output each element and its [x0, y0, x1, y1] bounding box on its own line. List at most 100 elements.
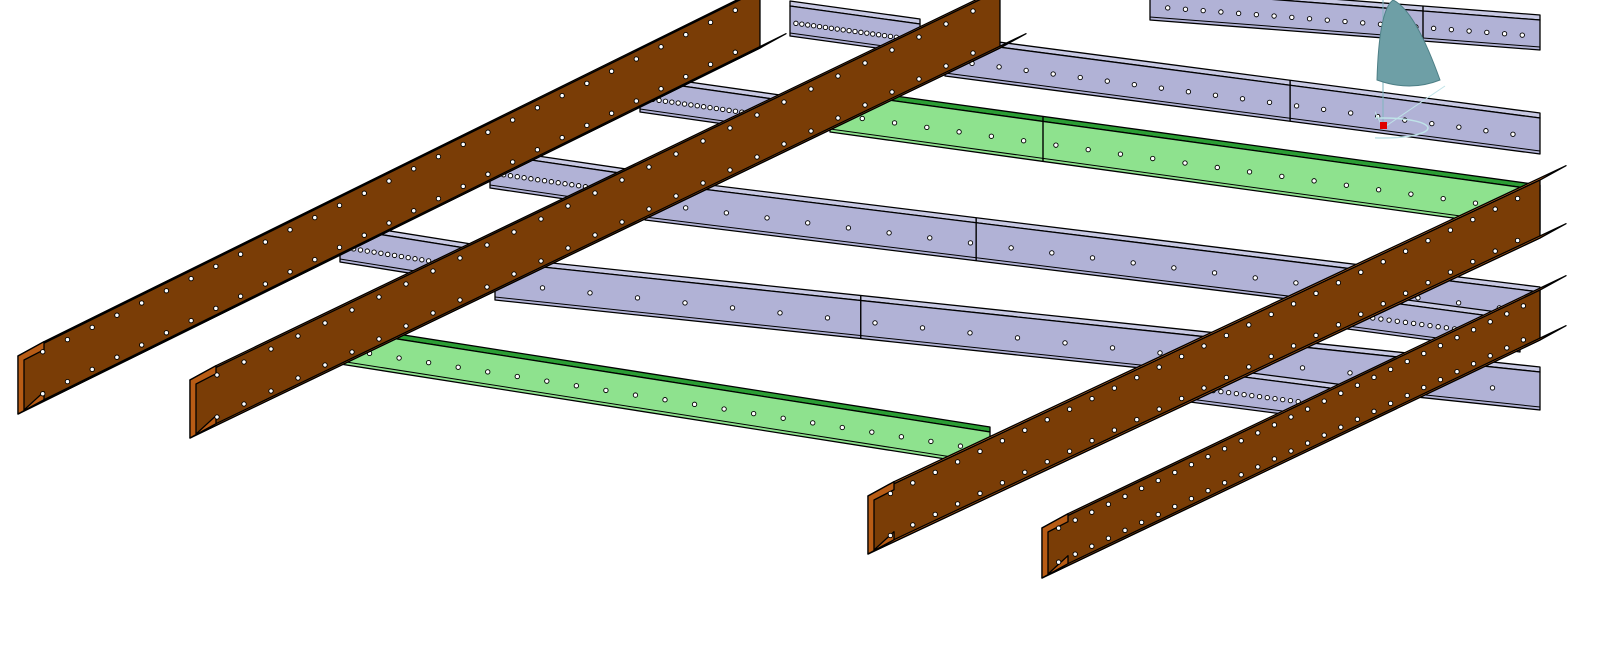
rail-4-bolt-hole	[1338, 424, 1344, 430]
rail-3-bolt-hole	[932, 469, 938, 476]
rail-4-bolt-hole	[1304, 406, 1311, 412]
3d-compass-icon[interactable]	[1375, 0, 1490, 145]
rail-2-bolt-hole	[619, 219, 625, 225]
rail-3-bolt-hole	[954, 459, 961, 465]
rail-4-bolt-hole	[1504, 345, 1510, 351]
rail-4-bolt-hole	[1454, 335, 1460, 341]
stub-plate-2-bolt-hole	[681, 101, 688, 107]
stub-plate-5-bolt-hole	[1280, 396, 1286, 403]
cross-member-1-bolt-hole	[455, 364, 461, 370]
cross-member-1-bolt-hole	[691, 401, 698, 407]
cross-member-5-bolt-hole	[1348, 110, 1354, 116]
rail-2-bolt-hole	[916, 34, 922, 40]
cross-member-4-bolt-hole	[1214, 164, 1220, 171]
rail-1-bolt-hole	[732, 7, 738, 13]
rail-1-bolt-hole	[411, 166, 417, 172]
stub-plate-5-bolt-hole	[1272, 395, 1278, 402]
stub-plate-3-bolt-hole	[521, 175, 527, 181]
rail-1-bolt-hole	[584, 122, 590, 129]
cross-member-6-bolt-hole	[1218, 9, 1224, 15]
stub-plate-1-bolt-hole	[805, 22, 811, 28]
rail-2-bolt-hole	[808, 128, 814, 134]
rail-3-bolt-hole	[999, 480, 1006, 486]
rail-3-bolt-hole	[954, 501, 961, 507]
cross-member-1-bolt-hole	[898, 434, 905, 440]
rail-2-bolt-hole	[214, 372, 220, 378]
rail-4	[1041, 275, 1567, 579]
rail-1-bolt-hole	[312, 256, 318, 263]
cross-member-3-bolt-hole	[845, 225, 852, 231]
cross-member-4-bolt-hole	[1020, 138, 1027, 144]
cross-member-5-bolt-hole	[1510, 131, 1516, 137]
rail-2-bolt-hole	[673, 193, 679, 199]
rail-2	[189, 0, 1027, 439]
rail-2-bolt-hole	[889, 89, 895, 95]
rail-3-bolt-hole	[1044, 417, 1050, 423]
cross-member-3-bolt-hole	[1252, 275, 1258, 281]
stub-plate-2-bolt-hole	[720, 106, 726, 113]
rail-4-bolt-hole	[1138, 485, 1145, 492]
stub-plate-5-bolt-hole	[1241, 391, 1247, 398]
rail-3-bolt-hole	[1380, 301, 1386, 307]
rail-3-bolt-hole	[1022, 469, 1028, 475]
cross-member-5-bolt-hole	[1266, 99, 1273, 105]
stub-plate-4-bolt-hole	[405, 254, 411, 261]
rail-1-bolt-hole	[213, 305, 219, 312]
stub-plate-1-bolt-hole	[822, 24, 829, 31]
cross-member-1-bolt-hole	[425, 359, 432, 366]
rail-2-bolt-hole	[862, 60, 868, 66]
stub-plate-6-bolt-hole	[1443, 325, 1450, 331]
rail-2-bolt-hole	[322, 320, 328, 326]
rail-4-bolt-hole	[1520, 337, 1527, 343]
stub-plate-1-bolt-hole	[870, 31, 876, 37]
cross-member-3-bolt-hole	[764, 215, 770, 221]
rail-2-bolt-hole	[538, 216, 544, 222]
cross-member-1-bolt-hole	[869, 429, 875, 435]
rail-3-bolt-hole	[1111, 385, 1118, 391]
rail-1-bolt-hole	[89, 324, 95, 331]
stub-plate-3-bolt-hole	[507, 173, 514, 179]
stub-plate-5-bolt-hole	[1256, 393, 1263, 400]
stub-plate-1-bolt-hole	[810, 23, 817, 29]
rail-4-bolt-hole	[1321, 398, 1327, 404]
cross-member-3-bolt-hole	[1089, 255, 1096, 261]
stub-plate-1-bolt-hole	[881, 32, 888, 39]
rail-1-bolt-hole	[361, 232, 367, 238]
rail-3-bolt-hole	[1134, 416, 1140, 423]
cross-member-4-bolt-hole	[1182, 160, 1188, 166]
rail-1-bolt-hole	[559, 134, 565, 141]
stub-plate-3-bolt-hole	[514, 174, 520, 180]
cross-member-4-bolt-hole	[1246, 169, 1253, 175]
cross-member-6-bolt-hole	[1448, 27, 1455, 33]
rail-4-bolt-hole	[1354, 416, 1361, 422]
cross-member-5-bolt-hole	[1239, 96, 1246, 102]
cross-member-3-bolt-hole	[927, 235, 933, 241]
cross-member-4-bolt-hole	[956, 129, 962, 135]
rail-1-bolt-hole	[262, 239, 268, 245]
rail-3-bolt-hole	[1313, 332, 1319, 338]
rail-3-bolt-hole	[1178, 395, 1185, 402]
rail-3-bolt-hole	[977, 490, 983, 496]
stub-plate-3-bolt-hole	[548, 179, 555, 185]
rail-3-bolt-hole	[1447, 269, 1454, 275]
cross-member-3-bolt-hole	[1171, 265, 1177, 271]
cross-member-1	[339, 324, 991, 467]
rail-1-bolt-hole	[608, 110, 615, 116]
cross-member-2-bolt-hole	[967, 330, 973, 336]
rail-2-bolt-hole	[268, 388, 274, 394]
rail-2-bolt-hole	[295, 375, 301, 381]
rail-3-bolt-hole	[887, 490, 894, 497]
stub-plate-3-bolt-hole	[562, 181, 568, 187]
rail-1-bolt-hole	[707, 19, 714, 26]
stub-plate-3-bolt-hole	[528, 176, 534, 182]
cross-member-4-bolt-hole	[1311, 178, 1317, 184]
rail-3-end-profile	[867, 481, 895, 555]
cross-member-4-bolt-hole	[1343, 182, 1350, 188]
rail-3-bolt-hole	[1156, 406, 1162, 412]
rail-4-bolt-hole	[1421, 350, 1427, 357]
stub-plate-2-bolt-hole	[662, 98, 669, 104]
rail-2-bolt-hole	[295, 333, 301, 339]
cross-member-2-bolt-hole	[634, 295, 641, 301]
cross-member-3-bolt-hole	[1293, 280, 1299, 286]
